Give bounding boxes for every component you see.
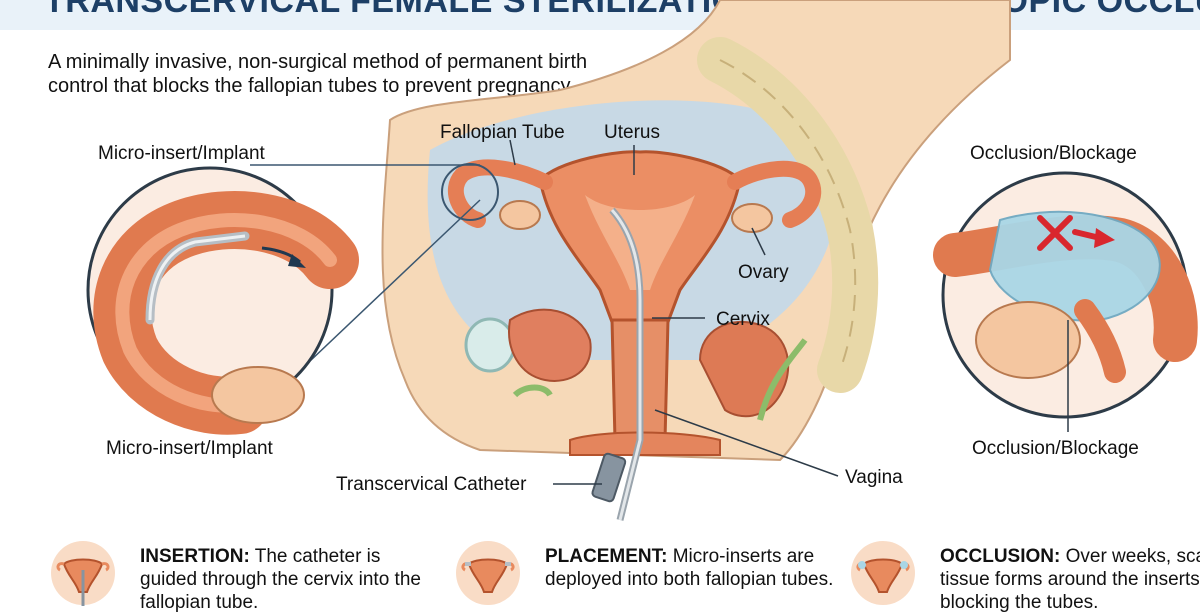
step-occlusion-text: OCCLUSION: Over weeks, scar tissue forms… (940, 545, 1200, 614)
zoom-ovary-right (975, 301, 1081, 379)
ovary-left (499, 200, 541, 230)
uterus-icon (51, 541, 115, 606)
label-micro-insert-bottom: Micro-insert/Implant (106, 438, 273, 459)
label-fallopian-tube: Fallopian Tube (440, 122, 565, 143)
uterus-icon (851, 541, 915, 605)
zoom-target-circle (441, 163, 499, 221)
step-placement-heading: PLACEMENT: (545, 546, 668, 567)
label-ovary: Ovary (738, 262, 789, 283)
label-vagina: Vagina (845, 467, 903, 488)
intro-text: A minimally invasive, non-surgical metho… (48, 51, 588, 97)
step-placement-body: Micro-inserts are deployed into both fal… (545, 546, 834, 590)
label-occlusion-bottom: Occlusion/Blockage (972, 438, 1139, 459)
step-insertion-body: The catheter is guided through the cervi… (140, 546, 421, 613)
catheter-handle (591, 452, 627, 503)
zoom-ovary (211, 366, 305, 424)
step-occlusion-heading: OCCLUSION: (940, 546, 1061, 567)
spine (697, 37, 879, 393)
vagina-opening (569, 431, 721, 456)
bladder (508, 308, 592, 382)
uterus (538, 150, 742, 332)
label-cervix: Cervix (716, 309, 770, 330)
micro-insert-zoom (86, 166, 359, 435)
urethra (512, 384, 553, 398)
label-micro-insert-top: Micro-insert/Implant (98, 143, 265, 164)
zoom-line-bottom (289, 199, 481, 381)
step-placement-text: PLACEMENT: Micro-inserts are deployed in… (545, 545, 845, 591)
rectum (698, 320, 790, 418)
label-uterus: Uterus (604, 122, 660, 143)
cross-icon (1037, 215, 1073, 251)
pubic-bone (464, 317, 516, 373)
ovary-right (731, 203, 773, 233)
uterus-icon (456, 541, 520, 605)
colon-tube (757, 338, 808, 421)
label-occlusion-top: Occlusion/Blockage (970, 143, 1137, 164)
occlusion-zoom (933, 171, 1198, 419)
anatomy-diagram (86, 0, 1198, 521)
step-insertion-heading: INSERTION: (140, 546, 250, 567)
fallopian-tube-right (727, 160, 822, 228)
label-catheter: Transcervical Catheter (336, 474, 527, 495)
fallopian-tube-left (447, 159, 553, 228)
step-insertion-text: INSERTION: The catheter is guided throug… (140, 545, 440, 614)
fimbriae (1074, 299, 1126, 383)
